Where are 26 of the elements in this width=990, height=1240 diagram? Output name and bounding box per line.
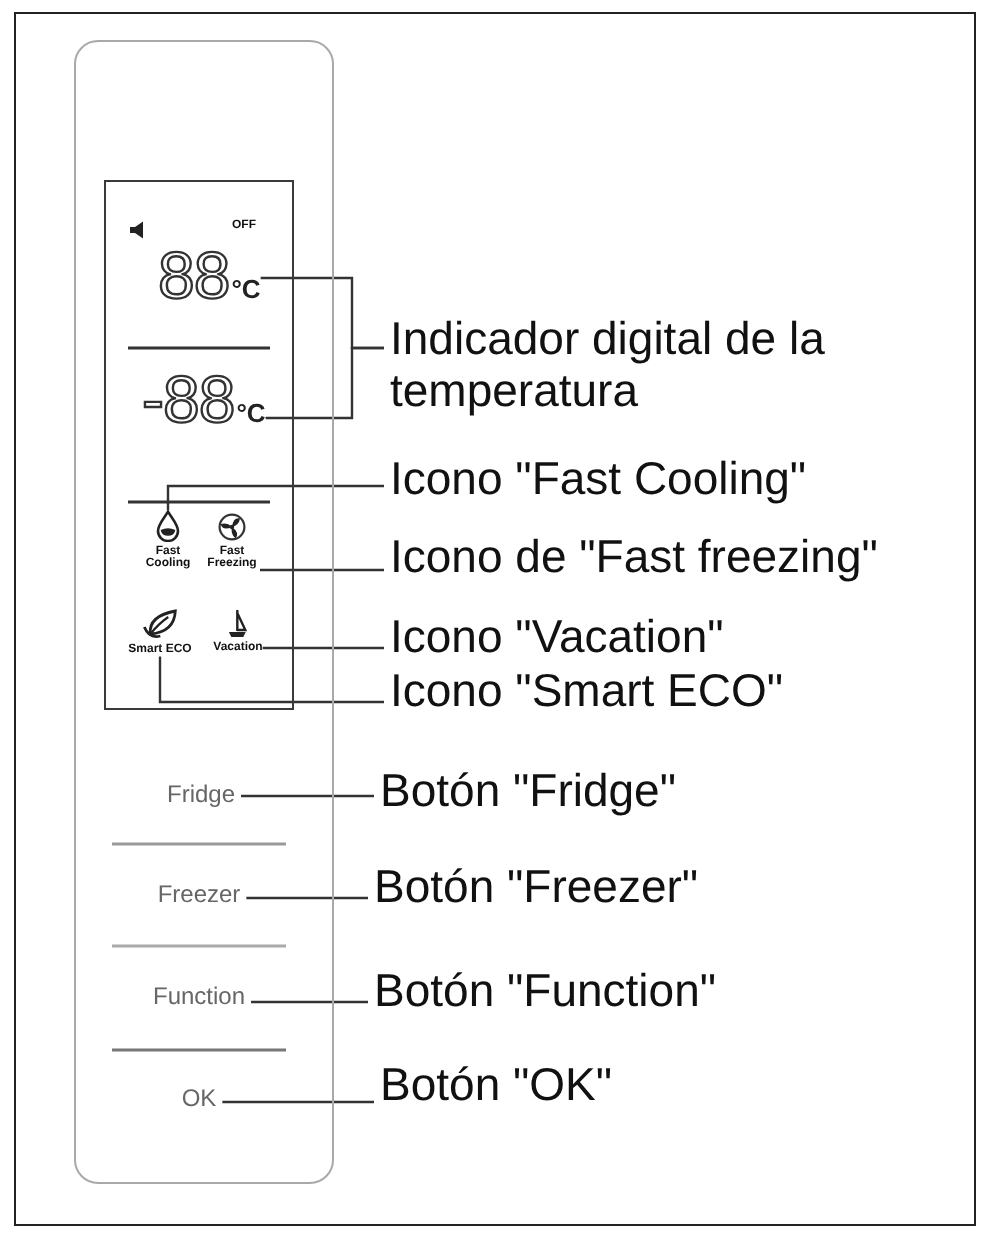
temperature-readout: -88°C	[142, 366, 266, 432]
callout-label: Botón "Freezer"	[368, 860, 699, 912]
control-label: Freezer	[151, 879, 247, 907]
leader-line	[260, 568, 384, 572]
callout-label: Icono de "Fast freezing"	[384, 530, 878, 582]
leader-line	[265, 346, 384, 420]
leader-line	[241, 794, 374, 798]
temperature-readout: 88°C	[158, 242, 261, 308]
control-panel	[74, 40, 334, 1184]
leader-line	[246, 896, 368, 900]
lcd-display	[103, 179, 293, 709]
control-label: Function	[146, 981, 252, 1009]
leader-line	[251, 1000, 368, 1004]
callout-label: Icono "Vacation"	[384, 610, 724, 662]
callout-label: Botón "Function"	[368, 964, 717, 1016]
leader-line	[262, 646, 384, 650]
callout-label: Icono "Fast Cooling"	[384, 452, 807, 504]
control-label: Fridge	[161, 779, 241, 807]
callout-label: Botón "Fridge"	[374, 764, 677, 816]
leader-line	[158, 656, 384, 704]
callout-label: Icono "Smart ECO"	[384, 664, 784, 716]
control-label: OK	[175, 1083, 223, 1111]
leader-line	[222, 1100, 374, 1104]
callout-label: Indicador digital de la temperatura	[384, 312, 884, 416]
leader-line	[166, 484, 384, 510]
callout-label: Botón "OK"	[374, 1058, 613, 1110]
